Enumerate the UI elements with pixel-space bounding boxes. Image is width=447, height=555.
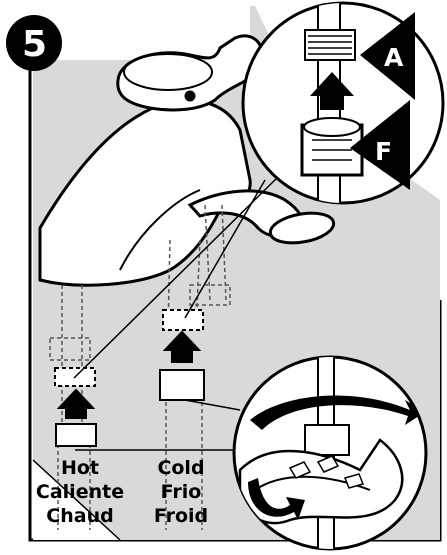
hot-label-en: Hot xyxy=(61,457,99,479)
fitting-a xyxy=(305,30,355,60)
cold-label-fr: Froid xyxy=(154,505,208,527)
cold-label: Cold Frio Froid xyxy=(154,457,208,527)
step-number: 5 xyxy=(22,24,47,65)
hot-label-es: Caliente xyxy=(36,481,124,503)
callout-a-label: A xyxy=(384,43,404,72)
cold-label-es: Frio xyxy=(161,481,202,503)
cold-label-en: Cold xyxy=(157,457,204,479)
hot-label-fr: Chaud xyxy=(46,505,113,527)
callout-f-label: F xyxy=(375,137,392,166)
nut xyxy=(305,425,349,455)
step-number-badge: 5 xyxy=(6,15,62,71)
hot-supply-coupling xyxy=(55,368,96,446)
